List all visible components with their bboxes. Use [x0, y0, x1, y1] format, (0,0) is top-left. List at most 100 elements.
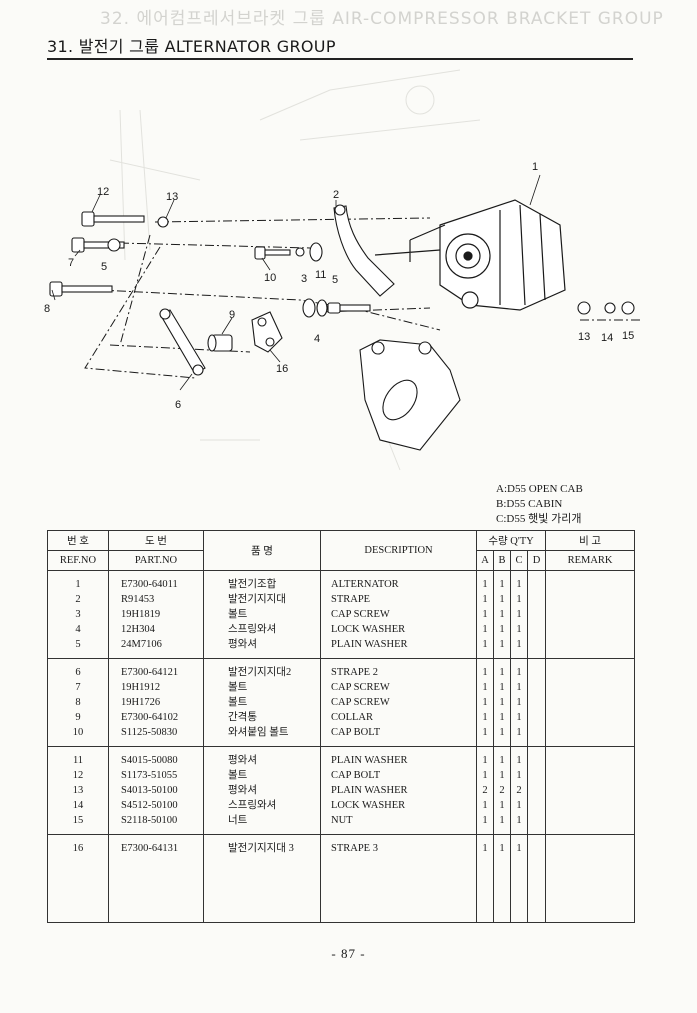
qty-a: 1 [482, 843, 488, 854]
description: PLAIN WASHER [331, 785, 408, 796]
header-remark-ko: 비 고 [545, 530, 636, 551]
description: LOCK WASHER [331, 800, 406, 811]
description: CAP BOLT [331, 770, 381, 781]
qty-a: 1 [482, 770, 488, 781]
description: CAP SCREW [331, 697, 390, 708]
qty-c: 1 [516, 667, 522, 678]
part-no: 19H1726 [121, 697, 161, 708]
description: PLAIN WASHER [331, 639, 408, 650]
part-name-ko: 스프링와셔 [228, 800, 277, 811]
qty-b: 1 [499, 667, 505, 678]
qty-c: 1 [516, 755, 522, 766]
ref-no: 8 [75, 697, 81, 708]
legend-c: C:D55 햇빛 가리개 [496, 513, 582, 525]
part-name-ko: 볼트 [228, 609, 248, 620]
ref-no: 9 [75, 712, 81, 723]
header-qty-d: D [526, 550, 547, 571]
part-no: S4013-50100 [121, 785, 178, 796]
parts-table: 번 호 도 번 품 명 DESCRIPTION 수량 Q'TY 비 고 REF.… [47, 530, 636, 923]
qty-a: 1 [482, 667, 488, 678]
qty-b: 1 [499, 770, 505, 781]
remark-cell [545, 570, 636, 659]
ref-no: 16 [72, 843, 84, 854]
strap-2 [333, 204, 395, 297]
remark-cell [545, 746, 636, 835]
exploded-parts-diagram: 1 2 3 4 5 5 6 7 8 9 10 11 12 13 13 14 15… [44, 69, 640, 471]
part-no: S4015-50080 [121, 755, 178, 766]
description: NUT [331, 815, 353, 826]
callout-label: 8 [44, 303, 50, 315]
ref-no: 13 [72, 785, 84, 796]
part-name-ko: 볼트 [228, 682, 248, 693]
callout-label: 2 [333, 189, 339, 201]
ref-no: 5 [75, 639, 81, 650]
qty-b: 1 [499, 594, 505, 605]
part-name-ko: 볼트 [228, 697, 248, 708]
description: LOCK WASHER [331, 624, 406, 635]
description: CAP BOLT [331, 727, 381, 738]
description: STRAPE [331, 594, 371, 605]
part-name-ko: 너트 [228, 815, 248, 826]
header-part-ko: 도 번 [108, 530, 204, 551]
qty-c: 1 [516, 609, 522, 620]
part-no: S4512-50100 [121, 800, 178, 811]
qty-b: 1 [499, 727, 505, 738]
qty-d-cell [526, 834, 547, 923]
collar-9 [207, 334, 233, 352]
qty-c: 1 [516, 712, 522, 723]
qty-a-cell: 1 [476, 834, 494, 923]
callout-label: 3 [301, 273, 307, 285]
qty-b: 1 [499, 755, 505, 766]
qty-b: 1 [499, 800, 505, 811]
part-name-ko: 볼트 [228, 770, 248, 781]
ref-no-cell: 16 [47, 834, 109, 923]
assembly-lines [84, 217, 640, 379]
qty-d-cell [526, 570, 547, 659]
description: ALTERNATOR [331, 579, 399, 590]
header-qty-c: C [510, 550, 528, 571]
header-remark-en: REMARK [545, 550, 636, 571]
qty-b-cell: 1 [493, 834, 511, 923]
strap-16 [251, 311, 283, 353]
ref-no: 2 [75, 594, 81, 605]
qty-a: 2 [482, 785, 488, 796]
callout-label: 5 [332, 274, 338, 286]
part-no: 12H304 [121, 624, 155, 635]
qty-b: 1 [499, 682, 505, 693]
qty-c: 1 [516, 843, 522, 854]
leader-lines [51, 174, 541, 391]
legend-b: B:D55 CABIN [496, 498, 563, 510]
part-name-ko: 평와셔 [228, 785, 257, 796]
header-qty: 수량 Q'TY [475, 530, 547, 551]
qty-c: 1 [516, 815, 522, 826]
lower-bracket [359, 339, 461, 451]
part-name-ko: 발전기지지대 [228, 594, 286, 605]
qty-b: 2 [499, 785, 505, 796]
header-ref-en: REF.NO [47, 550, 109, 571]
callout-label: 13 [166, 191, 178, 203]
qty-c: 1 [516, 624, 522, 635]
description: CAP SCREW [331, 682, 390, 693]
callout-label: 5 [101, 261, 107, 273]
part-no: 19H1819 [121, 609, 161, 620]
callout-labels: 1 2 3 4 5 5 6 7 8 9 10 11 12 13 13 14 15… [44, 161, 634, 411]
part-no: R91453 [121, 594, 155, 605]
part-name-ko-cell: 발전기지지대 3 [203, 834, 321, 923]
header-qty-b: B [493, 550, 511, 571]
part-name-ko: 스프링와셔 [228, 624, 277, 635]
model-legend: A:D55 OPEN CAB B:D55 CABIN C:D55 햇빛 가리개 [496, 482, 583, 527]
page-title: 31. 발전기 그룹 ALTERNATOR GROUP [47, 33, 633, 60]
